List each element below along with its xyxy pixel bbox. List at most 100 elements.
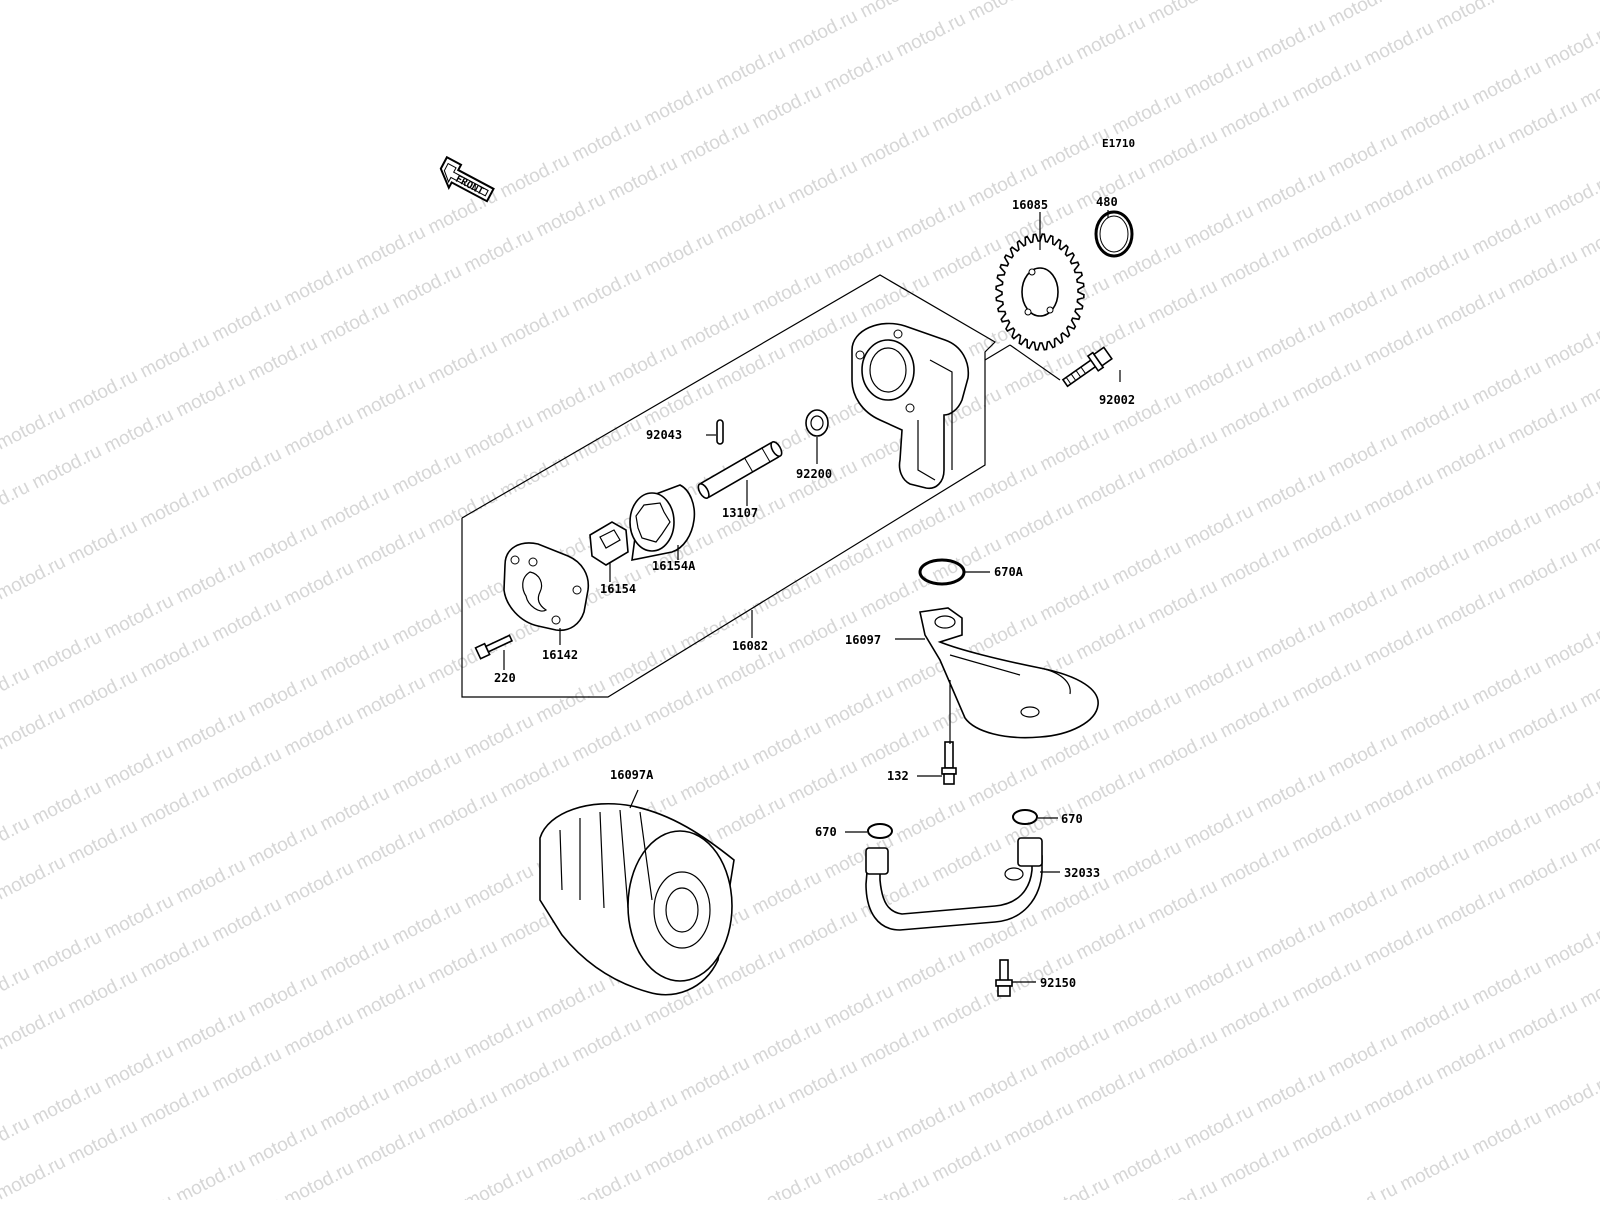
watermark-text: motod.ru bbox=[1217, 690, 1293, 743]
label-16154: 16154 bbox=[600, 582, 636, 596]
watermark-text: motod.ru bbox=[1145, 576, 1221, 629]
watermark-text: motod.ru bbox=[1289, 1104, 1365, 1157]
watermark-text: motod.ru bbox=[29, 777, 105, 830]
watermark-text: motod.ru bbox=[1469, 1107, 1545, 1160]
watermark-text: motod.ru bbox=[0, 402, 69, 455]
watermark-text: motod.ru bbox=[1361, 318, 1437, 371]
watermark-text: motod.ru bbox=[749, 1017, 825, 1070]
watermark-text: motod.ru bbox=[101, 405, 177, 458]
watermark-text: motod.ru bbox=[173, 1005, 249, 1058]
watermark-text: motod.ru bbox=[1073, 462, 1149, 515]
watermark-text: motod.ru bbox=[929, 834, 1005, 887]
watermark-text: motod.ru bbox=[1433, 282, 1509, 335]
watermark-text: motod.ru bbox=[641, 378, 717, 431]
watermark-text: motod.ru bbox=[965, 459, 1041, 512]
watermark-text: motod.ru bbox=[857, 720, 933, 773]
watermark-text: motod.ru bbox=[677, 1053, 753, 1106]
watermark-text: motod.ru bbox=[209, 894, 285, 947]
watermark-text: motod.ru bbox=[1325, 129, 1401, 182]
watermark-text: motod.ru bbox=[65, 366, 141, 419]
watermark-text: motod.ru bbox=[1109, 1137, 1185, 1190]
watermark-text: motod.ru bbox=[29, 627, 105, 680]
watermark-text: motod.ru bbox=[857, 0, 933, 22]
watermark-text: motod.ru bbox=[353, 522, 429, 575]
watermark-text: motod.ru bbox=[353, 222, 429, 275]
watermark-text: motod.ru bbox=[1253, 615, 1329, 668]
watermark-text: motod.ru bbox=[281, 1158, 357, 1200]
watermark-text: motod.ru bbox=[281, 558, 357, 611]
watermark-text: motod.ru bbox=[893, 195, 969, 248]
watermark-text: motod.ru bbox=[1289, 354, 1365, 407]
watermark-text: motod.ru bbox=[821, 531, 897, 584]
watermark-text: motod.ru bbox=[713, 42, 789, 95]
watermark-text: motod.ru bbox=[1433, 882, 1509, 935]
watermark-text: motod.ru bbox=[569, 414, 645, 467]
watermark-text: motod.ru bbox=[209, 444, 285, 497]
watermark-text: motod.ru bbox=[1145, 1176, 1221, 1200]
watermark-text: motod.ru bbox=[1001, 948, 1077, 1001]
watermark-text: motod.ru bbox=[857, 1170, 933, 1200]
watermark-text: motod.ru bbox=[461, 861, 537, 914]
watermark-text: motod.ru bbox=[1325, 879, 1401, 932]
watermark-text: motod.ru bbox=[1433, 132, 1509, 185]
watermark-text: motod.ru bbox=[1325, 279, 1401, 332]
watermark-text: motod.ru bbox=[137, 630, 213, 683]
watermark-text: motod.ru bbox=[1037, 1173, 1113, 1200]
watermark-text: motod.ru bbox=[821, 681, 897, 734]
watermark-text: motod.ru bbox=[605, 339, 681, 392]
watermark-text: motod.ru bbox=[0, 1113, 33, 1166]
watermark-text: motod.ru bbox=[1397, 993, 1473, 1046]
watermark-text: motod.ru bbox=[1469, 207, 1545, 260]
watermark-text: motod.ru bbox=[1289, 54, 1365, 107]
label-92150: 92150 bbox=[1040, 976, 1076, 990]
watermark-text: motod.ru bbox=[1145, 1026, 1221, 1079]
watermark-text: motod.ru bbox=[389, 261, 465, 314]
label-16082: 16082 bbox=[732, 639, 768, 653]
watermark-text: motod.ru bbox=[425, 486, 501, 539]
watermark-text: motod.ru bbox=[1181, 351, 1257, 404]
watermark-text: motod.ru bbox=[65, 666, 141, 719]
watermark-text: motod.ru bbox=[1577, 360, 1600, 413]
watermark-text: motod.ru bbox=[29, 1077, 105, 1130]
watermark-text: motod.ru bbox=[1541, 21, 1600, 74]
watermark-text: motod.ru bbox=[65, 966, 141, 1019]
watermark-text: motod.ru bbox=[1073, 12, 1149, 65]
watermark-text: motod.ru bbox=[1217, 840, 1293, 893]
watermark-text: motod.ru bbox=[389, 447, 465, 500]
watermark-text: motod.ru bbox=[281, 1008, 357, 1061]
watermark-text: motod.ru bbox=[137, 1080, 213, 1133]
watermark-text: motod.ru bbox=[749, 81, 825, 134]
watermark-text: motod.ru bbox=[1325, 1029, 1401, 1082]
watermark-text: motod.ru bbox=[1541, 321, 1600, 374]
watermark-text: motod.ru bbox=[461, 1161, 537, 1200]
watermark-text: motod.ru bbox=[317, 1083, 393, 1136]
watermark-text: motod.ru bbox=[1433, 582, 1509, 635]
watermark-text: motod.ru bbox=[29, 927, 105, 980]
watermark-text: motod.ru bbox=[821, 1131, 897, 1184]
watermark-text: motod.ru bbox=[569, 114, 645, 167]
watermark-text: motod.ru bbox=[209, 594, 285, 647]
watermark-text: motod.ru bbox=[1397, 393, 1473, 446]
watermark-text: motod.ru bbox=[713, 942, 789, 995]
watermark-text: motod.ru bbox=[1541, 1071, 1600, 1124]
label-480: 480 bbox=[1096, 195, 1118, 209]
watermark-text: motod.ru bbox=[1397, 693, 1473, 746]
watermark-text: motod.ru bbox=[1037, 423, 1113, 476]
watermark-text: motod.ru bbox=[461, 1011, 537, 1064]
watermark-text: motod.ru bbox=[713, 192, 789, 245]
watermark-text: motod.ru bbox=[857, 270, 933, 323]
watermark-text: motod.ru bbox=[1001, 48, 1077, 101]
label-16142: 16142 bbox=[542, 648, 578, 662]
watermark-text: motod.ru bbox=[1253, 315, 1329, 368]
watermark-text: motod.ru bbox=[353, 372, 429, 425]
watermark-text: motod.ru bbox=[605, 639, 681, 692]
watermark-text: motod.ru bbox=[1505, 96, 1581, 149]
watermark-text: motod.ru bbox=[497, 300, 573, 353]
diagram-code: E1710 bbox=[1102, 137, 1135, 150]
watermark-text: motod.ru bbox=[785, 6, 861, 59]
watermark-text: motod.ru bbox=[209, 294, 285, 347]
watermark-text: motod.ru bbox=[281, 408, 357, 461]
label-16085: 16085 bbox=[1012, 198, 1048, 212]
watermark-text: motod.ru bbox=[1505, 546, 1581, 599]
